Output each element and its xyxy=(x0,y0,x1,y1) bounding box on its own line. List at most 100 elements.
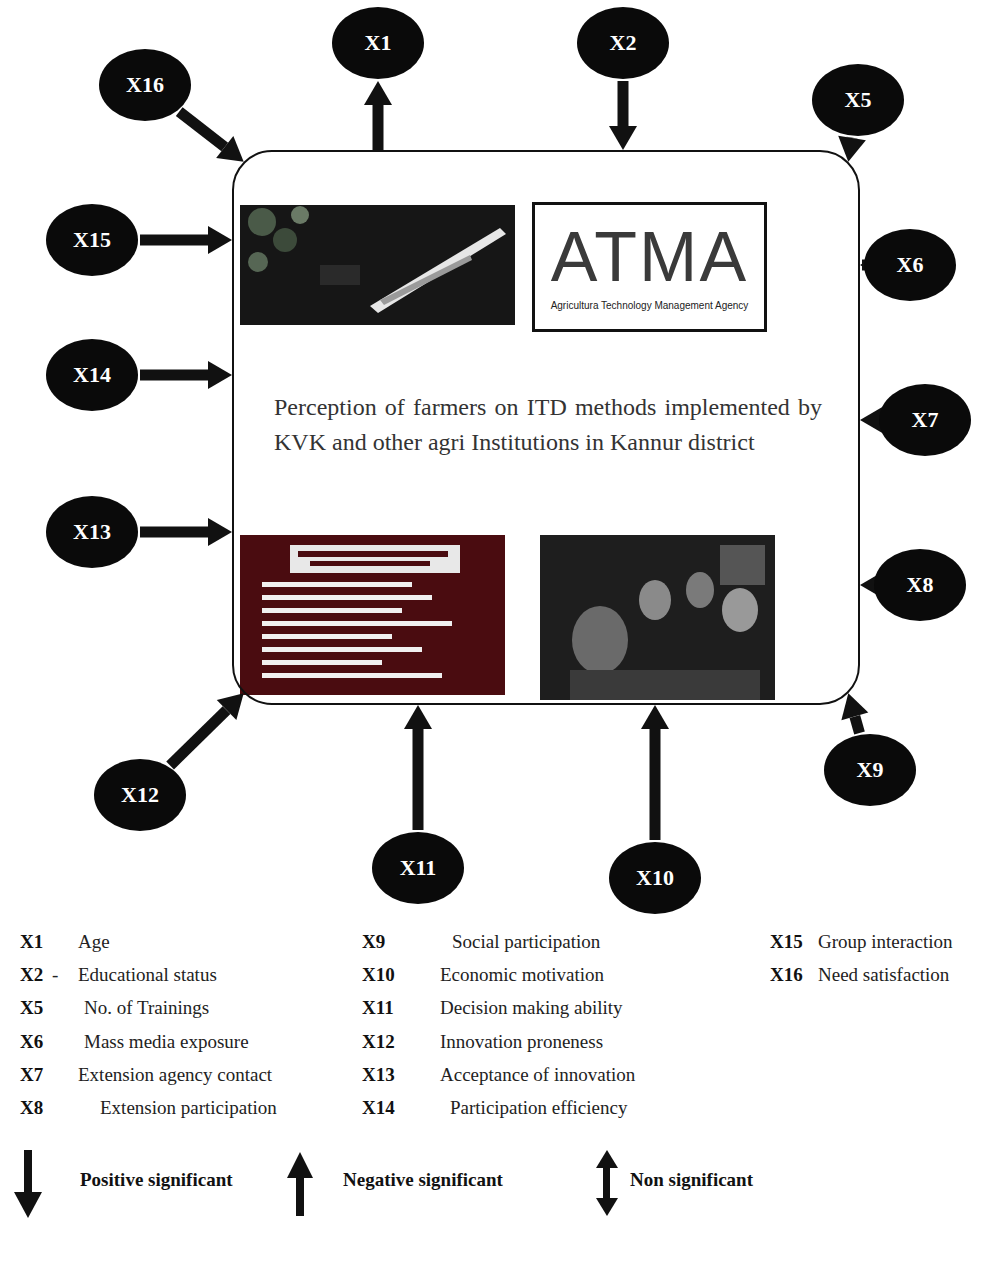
arrow-connector xyxy=(838,136,866,162)
arrow-shaft xyxy=(140,370,208,381)
key-code: X13 xyxy=(362,1063,395,1087)
factor-oval: X7 xyxy=(879,384,971,456)
central-box: Perception of farmers on ITD methods imp… xyxy=(232,150,860,705)
factor-oval: X1 xyxy=(332,7,424,79)
arrow-connector xyxy=(140,226,232,254)
key-code: X1 xyxy=(20,930,43,954)
factor-oval: X6 xyxy=(864,229,956,301)
factor-code: X7 xyxy=(912,407,939,433)
factor-code: X8 xyxy=(907,572,934,598)
arrow-shaft xyxy=(850,715,865,735)
factor-oval: X13 xyxy=(46,496,138,568)
arrow-shaft xyxy=(373,105,384,150)
meeting-photo xyxy=(540,535,775,700)
key-text: Age xyxy=(78,930,110,954)
factor-oval: X16 xyxy=(99,49,191,121)
factor-code: X13 xyxy=(73,519,111,545)
arrow-head xyxy=(208,518,232,546)
key-code: X12 xyxy=(362,1030,395,1054)
key-text: Extension participation xyxy=(100,1096,277,1120)
key-text: Educational status xyxy=(78,963,217,987)
key-text: Acceptance of innovation xyxy=(440,1063,635,1087)
legend-text: Negative significant xyxy=(343,1168,503,1192)
key-code: X9 xyxy=(362,930,385,954)
key-code: X11 xyxy=(362,996,394,1020)
key-code: X8 xyxy=(20,1096,43,1120)
key-text: Extension agency contact xyxy=(78,1063,272,1087)
legend-text: Positive significant xyxy=(80,1168,233,1192)
arrow-shaft xyxy=(140,235,208,246)
factor-code: X12 xyxy=(121,782,159,808)
key-text: Mass media exposure xyxy=(84,1030,249,1054)
arrow-connector xyxy=(609,81,637,150)
arrow-connector xyxy=(140,518,232,546)
key-code: X7 xyxy=(20,1063,43,1087)
legend-arrow-symbols xyxy=(14,1150,618,1218)
atma-logo-box: ATMA Agricultura Technology Management Ag… xyxy=(532,202,767,332)
key-text: No. of Trainings xyxy=(84,996,209,1020)
logo-text: ATMA xyxy=(551,222,748,292)
factor-oval: X10 xyxy=(609,842,701,914)
key-code: X5 xyxy=(20,996,43,1020)
key-code: X6 xyxy=(20,1030,43,1054)
field-photo xyxy=(240,205,515,325)
factor-oval: X9 xyxy=(824,734,916,806)
factor-code: X15 xyxy=(73,227,111,253)
arrow-head xyxy=(838,136,866,162)
factor-oval: X14 xyxy=(46,339,138,411)
factor-oval: X5 xyxy=(812,64,904,136)
factor-code: X16 xyxy=(126,72,164,98)
arrow-connector xyxy=(140,361,232,389)
arrow-head xyxy=(364,81,392,105)
factor-code: X6 xyxy=(897,252,924,278)
arrow-head xyxy=(208,226,232,254)
key-text: Innovation proneness xyxy=(440,1030,603,1054)
key-code: X15 xyxy=(770,930,803,954)
factor-code: X14 xyxy=(73,362,111,388)
arrow-head xyxy=(641,705,669,729)
factor-code: X10 xyxy=(636,865,674,891)
central-title: Perception of farmers on ITD methods imp… xyxy=(274,390,822,460)
key-text: Need satisfaction xyxy=(818,963,949,987)
arrow-shaft xyxy=(166,706,230,769)
key-text: Group interaction xyxy=(818,930,953,954)
factor-oval: X11 xyxy=(372,832,464,904)
logo-subtitle: Agricultura Technology Management Agency xyxy=(551,300,749,312)
factor-code: X5 xyxy=(845,87,872,113)
legend-text: Non significant xyxy=(630,1168,753,1192)
factor-oval: X12 xyxy=(94,759,186,831)
factor-code: X11 xyxy=(400,855,437,881)
arrow-connector xyxy=(364,81,392,150)
arrow-connector xyxy=(166,693,243,769)
arrow-connector xyxy=(404,705,432,830)
factor-oval: X2 xyxy=(577,7,669,79)
arrow-connector xyxy=(641,705,669,840)
key-code: X16 xyxy=(770,963,803,987)
key-code: X10 xyxy=(362,963,395,987)
arrow-shaft xyxy=(618,81,629,126)
factor-oval: X15 xyxy=(46,204,138,276)
factor-code: X2 xyxy=(610,30,637,56)
arrow-shaft xyxy=(413,729,424,830)
arrow-head xyxy=(404,705,432,729)
arrow-head xyxy=(609,126,637,150)
factor-code: X1 xyxy=(365,30,392,56)
factor-code: X9 xyxy=(857,757,884,783)
arrow-shaft xyxy=(140,527,208,538)
key-text: Decision making ability xyxy=(440,996,623,1020)
arrow-head xyxy=(841,693,868,720)
factor-oval: X8 xyxy=(874,549,966,621)
arrow-connector xyxy=(176,107,244,161)
key-text: Social participation xyxy=(452,930,600,954)
arrow-head xyxy=(217,693,244,720)
slide-photo xyxy=(240,535,505,695)
arrow-shaft xyxy=(176,107,228,151)
arrow-head xyxy=(216,136,244,162)
key-text: Economic motivation xyxy=(440,963,604,987)
key-code: X14 xyxy=(362,1096,395,1120)
key-text: Participation efficiency xyxy=(450,1096,627,1120)
key-code: X2 xyxy=(20,963,43,987)
arrow-head xyxy=(208,361,232,389)
arrow-connector xyxy=(841,693,868,734)
